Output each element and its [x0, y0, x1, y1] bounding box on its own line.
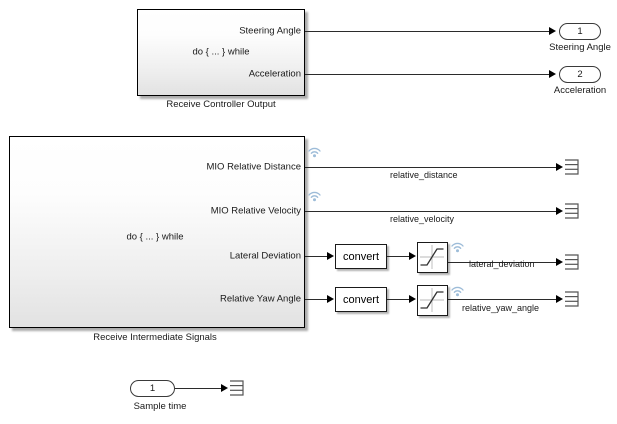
wireless-broadcast-icon	[307, 188, 322, 202]
signal-arrow-icon	[327, 252, 334, 260]
subsystem-1-center-label: do { ... } while	[192, 46, 250, 58]
wireless-broadcast-icon	[307, 144, 322, 158]
wire-saturation-to-terminator-yaw[interactable]	[448, 299, 557, 300]
wire-relative-distance[interactable]	[305, 167, 557, 168]
outport-caption-acceleration: Acceleration	[553, 85, 607, 96]
inport-sample-time[interactable]: 1	[130, 380, 175, 397]
wire-convert-to-saturation-lateral[interactable]	[387, 256, 410, 257]
signal-arrow-icon	[221, 384, 228, 392]
terminator-icon[interactable]	[564, 254, 580, 270]
signal-arrow-icon	[549, 70, 556, 78]
signal-label-relative-yaw-angle: relative_yaw_angle	[462, 303, 540, 313]
signal-arrow-icon	[556, 207, 563, 215]
port-label-lateral-deviation: Lateral Deviation	[229, 250, 301, 262]
wire-relative-velocity[interactable]	[305, 211, 557, 212]
subsystem-1-caption: Receive Controller Output	[166, 99, 276, 110]
port-label-steering-angle: Steering Angle	[239, 25, 301, 37]
port-label-acceleration: Acceleration	[248, 68, 301, 80]
wireless-broadcast-icon	[450, 283, 465, 297]
subsystem-2-caption: Receive Intermediate Signals	[93, 332, 217, 343]
wire-steering-angle[interactable]	[305, 31, 550, 32]
port-label-mio-relative-velocity: MIO Relative Velocity	[210, 205, 301, 217]
signal-label-lateral-deviation: lateral_deviation	[469, 259, 535, 269]
subsystem-2-center-label: do { ... } while	[126, 231, 184, 243]
signal-label-relative-distance: relative_distance	[390, 170, 458, 180]
terminator-icon[interactable]	[564, 159, 580, 175]
wire-lateral-deviation-to-convert[interactable]	[305, 256, 328, 257]
saturation-block-lateral-deviation[interactable]	[417, 242, 448, 273]
signal-arrow-icon	[327, 295, 334, 303]
terminator-icon[interactable]	[564, 291, 580, 307]
wire-acceleration[interactable]	[305, 74, 550, 75]
wire-relative-yaw-angle-to-convert[interactable]	[305, 299, 328, 300]
port-label-relative-yaw-angle: Relative Yaw Angle	[220, 293, 301, 305]
saturation-block-relative-yaw-angle[interactable]	[417, 285, 448, 316]
convert-block-relative-yaw-angle[interactable]: convert	[335, 287, 387, 312]
signal-arrow-icon	[409, 295, 416, 303]
convert-block-lateral-deviation[interactable]: convert	[335, 244, 387, 269]
signal-arrow-icon	[556, 295, 563, 303]
port-label-mio-relative-distance: MIO Relative Distance	[206, 161, 301, 173]
wireless-broadcast-icon	[450, 239, 465, 253]
inport-caption-sample-time: Sample time	[133, 401, 187, 412]
wire-saturation-to-terminator-lateral[interactable]	[448, 262, 557, 263]
wire-convert-to-saturation-yaw[interactable]	[387, 299, 410, 300]
signal-arrow-icon	[549, 27, 556, 35]
wire-sample-time[interactable]	[175, 388, 222, 389]
outport-steering-angle[interactable]: 1	[559, 23, 601, 40]
subsystem-receive-controller-output[interactable]	[137, 9, 305, 96]
outport-caption-steering-angle: Steering Angle	[549, 42, 611, 53]
signal-arrow-icon	[409, 252, 416, 260]
terminator-icon[interactable]	[229, 380, 245, 396]
terminator-icon[interactable]	[564, 203, 580, 219]
signal-arrow-icon	[556, 163, 563, 171]
signal-arrow-icon	[556, 258, 563, 266]
outport-acceleration[interactable]: 2	[559, 66, 601, 83]
subsystem-receive-intermediate-signals[interactable]	[9, 136, 305, 328]
signal-label-relative-velocity: relative_velocity	[390, 214, 455, 224]
